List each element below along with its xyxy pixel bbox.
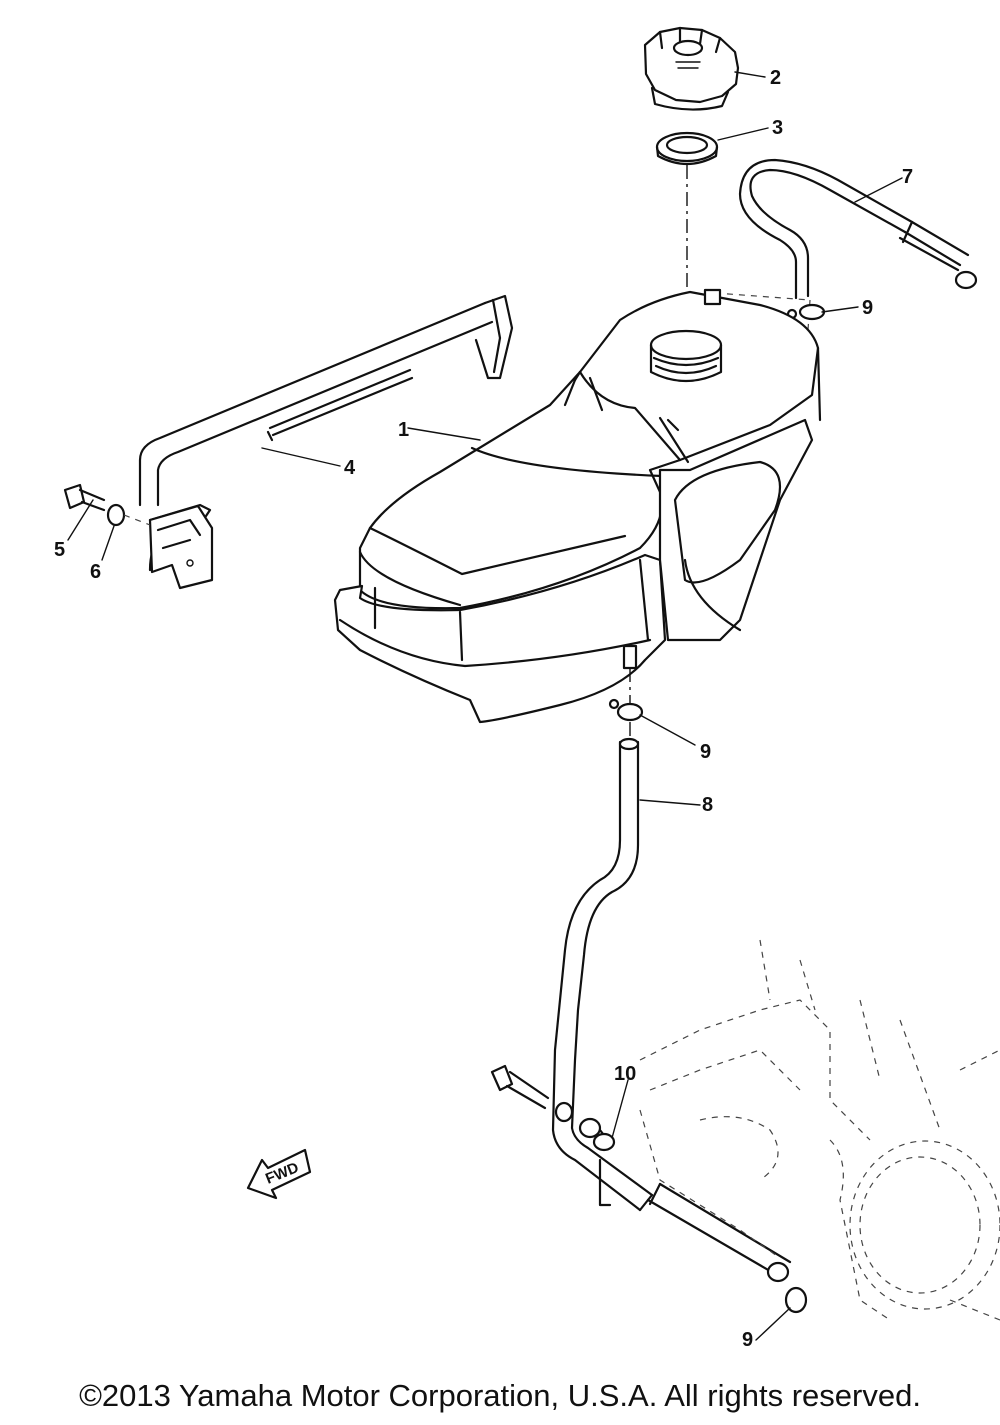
callout-6: 6 (90, 561, 101, 583)
fuel-tank (333, 288, 822, 724)
callout-9-middle: 9 (700, 741, 711, 763)
callout-2: 2 (770, 67, 781, 89)
tank-band (138, 294, 514, 590)
callout-4: 4 (344, 457, 356, 479)
callout-3: 3 (772, 117, 783, 139)
fuel-cap (643, 26, 740, 111)
cap-gasket (655, 131, 719, 166)
breather-hose (738, 158, 978, 300)
callout-1: 1 (398, 419, 409, 441)
copyright-notice: ©2013 Yamaha Motor Corporation, U.S.A. A… (79, 1378, 921, 1413)
callout-leaders (67, 71, 903, 1341)
fuel-hose (551, 737, 792, 1283)
breather-dash (714, 292, 811, 301)
fuel-cock (490, 1064, 616, 1207)
forward-direction-mark: FWD (246, 1148, 312, 1200)
engine-outline (639, 939, 1000, 1321)
bolt-and-washer (63, 483, 151, 527)
callout-9-upper: 9 (862, 297, 873, 319)
callout-7: 7 (902, 166, 913, 188)
hose-clip-lower (784, 1286, 808, 1314)
callout-10: 10 (614, 1063, 636, 1085)
hose-clip-middle (608, 698, 644, 722)
hose-clip-upper (786, 303, 826, 321)
callout-5: 5 (54, 539, 65, 561)
callout-9-lower: 9 (742, 1329, 753, 1351)
callout-8: 8 (702, 794, 713, 816)
